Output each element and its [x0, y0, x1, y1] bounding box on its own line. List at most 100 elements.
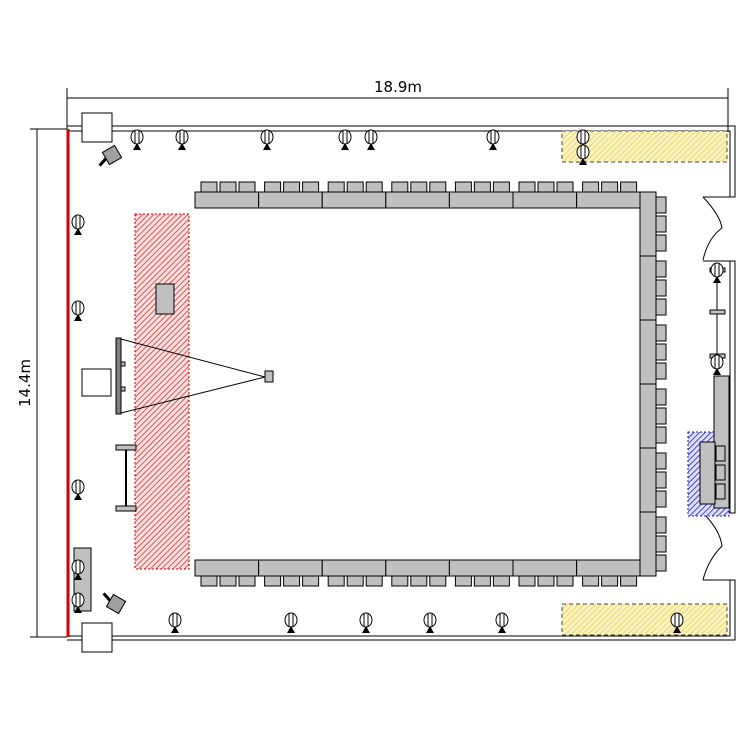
light-icon — [175, 129, 189, 150]
projection-screen — [115, 337, 266, 415]
table — [639, 255, 657, 321]
chair — [410, 181, 428, 193]
chair — [655, 343, 667, 361]
table — [385, 191, 450, 209]
light-icon — [486, 129, 500, 150]
chair — [410, 575, 428, 587]
chair — [620, 575, 638, 587]
chair — [655, 279, 667, 297]
light-icon — [168, 612, 182, 633]
speaker-icon — [102, 592, 127, 615]
chair — [473, 181, 491, 193]
light-icon — [338, 129, 352, 150]
chair — [346, 181, 364, 193]
width-label: 18.9m — [374, 78, 422, 96]
table — [512, 191, 578, 209]
chair — [582, 181, 600, 193]
light-icon — [364, 129, 378, 150]
chair — [620, 181, 638, 193]
light-icon — [359, 612, 373, 633]
chair — [264, 575, 282, 587]
table — [321, 191, 387, 209]
table — [639, 383, 657, 449]
light-icon — [130, 129, 144, 150]
chair — [492, 181, 510, 193]
chair — [429, 575, 447, 587]
chair — [327, 181, 345, 193]
light-icon — [71, 559, 85, 580]
chair — [454, 575, 472, 587]
chair — [655, 452, 667, 470]
yellow-zone-top — [561, 130, 728, 163]
door-bottom — [702, 512, 723, 581]
chair — [601, 181, 619, 193]
table — [512, 559, 578, 577]
light-icon — [576, 144, 590, 165]
light-icon — [495, 612, 509, 633]
yellow-zone-bottom — [561, 603, 728, 636]
pillar-top — [81, 112, 113, 143]
chair — [200, 575, 218, 587]
lights — [71, 129, 724, 633]
table — [321, 559, 387, 577]
table — [639, 511, 657, 577]
chair — [655, 554, 667, 572]
chair — [219, 575, 237, 587]
chair — [655, 234, 667, 252]
height-label: 14.4m — [16, 359, 34, 407]
room-walls — [67, 125, 736, 641]
table — [448, 559, 514, 577]
chair — [582, 575, 600, 587]
chair — [346, 575, 364, 587]
equipment-box — [81, 368, 112, 397]
chair — [219, 181, 237, 193]
chair — [365, 575, 383, 587]
chair — [429, 181, 447, 193]
lectern — [155, 283, 175, 315]
table — [448, 191, 514, 209]
chair — [601, 575, 619, 587]
chair — [302, 575, 320, 587]
chair — [302, 181, 320, 193]
chair — [655, 426, 667, 444]
table — [385, 559, 450, 577]
chair — [715, 464, 726, 481]
table — [258, 559, 323, 577]
chair — [715, 483, 726, 500]
stage-zone — [134, 213, 190, 570]
chair — [518, 181, 536, 193]
banner-stand — [115, 444, 137, 512]
light-icon — [670, 612, 684, 633]
light-icon — [71, 300, 85, 321]
table — [194, 559, 260, 577]
chair — [655, 324, 667, 342]
chair — [283, 575, 301, 587]
chair — [655, 490, 667, 508]
chair — [238, 181, 256, 193]
chair — [454, 181, 472, 193]
chair — [200, 181, 218, 193]
chair — [655, 516, 667, 534]
chair — [556, 181, 574, 193]
pillar-bottom — [81, 622, 113, 653]
chair — [473, 575, 491, 587]
chair — [283, 181, 301, 193]
chair — [492, 575, 510, 587]
table — [639, 319, 657, 385]
light-icon — [71, 479, 85, 500]
light-icon — [71, 214, 85, 235]
table — [258, 191, 323, 209]
chair — [655, 196, 667, 214]
width-dimension: 18.9m — [66, 78, 729, 132]
chair — [655, 407, 667, 425]
chair — [391, 575, 409, 587]
light-icon — [710, 262, 724, 283]
chair — [238, 575, 256, 587]
table — [639, 191, 657, 257]
table — [639, 447, 657, 513]
table — [194, 191, 260, 209]
chair — [264, 181, 282, 193]
height-dimension: 14.4m — [16, 128, 67, 638]
